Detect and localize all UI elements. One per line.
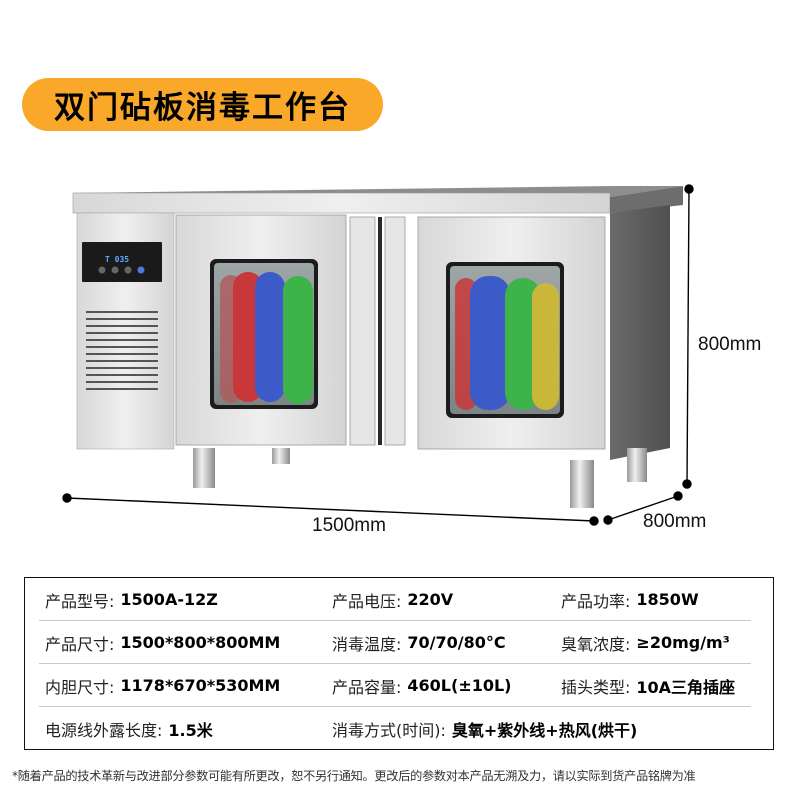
title-banner: 双门砧板消毒工作台 xyxy=(22,78,383,131)
spec-row: 产品尺寸: 1500*800*800MM 消毒温度: 70/70/80°C 臭氧… xyxy=(39,621,751,664)
spec-inner-size: 内胆尺寸: 1178*670*530MM xyxy=(45,676,281,697)
spec-disinfection-temp: 消毒温度: 70/70/80°C xyxy=(332,633,506,654)
spec-ozone-concentration: 臭氧浓度: ≥20mg/m³ xyxy=(561,633,730,654)
legs xyxy=(193,448,647,508)
spec-power: 产品功率: 1850W xyxy=(561,590,699,611)
product-title: 双门砧板消毒工作台 xyxy=(54,90,351,126)
spec-model: 产品型号: 1500A-12Z xyxy=(45,590,218,611)
left-door xyxy=(175,214,347,446)
compressor-panel: T 035 xyxy=(76,212,175,450)
spec-plug-type: 插头类型: 10A三角插座 xyxy=(561,677,736,697)
spec-capacity: 产品容量: 460L(±10L) xyxy=(332,676,512,697)
depth-dimension-label: 800mm xyxy=(643,511,707,532)
dimension-lines xyxy=(62,184,694,526)
spec-size: 产品尺寸: 1500*800*800MM xyxy=(45,633,281,654)
spec-disinfection-method: 消毒方式(时间): 臭氧+紫外线+热风(烘干) xyxy=(332,720,638,740)
disclaimer-footnote: *随着产品的技术革新与改进部分参数可能有所更改，恕不另行通知。更改后的参数对本产… xyxy=(12,769,696,783)
width-dimension-label: 1500mm xyxy=(312,515,386,536)
svg-text:T 035: T 035 xyxy=(105,255,129,264)
countertop xyxy=(72,186,683,214)
spec-row: 内胆尺寸: 1178*670*530MM 产品容量: 460L(±10L) 插头… xyxy=(39,664,751,707)
door-handles xyxy=(349,216,406,446)
spec-table: 产品型号: 1500A-12Z 产品电压: 220V 产品功率: 1850W 产… xyxy=(24,577,774,750)
spec-row: 产品型号: 1500A-12Z 产品电压: 220V 产品功率: 1850W xyxy=(39,578,751,621)
height-dimension-label: 800mm xyxy=(698,334,762,355)
product-illustration: T 035 xyxy=(0,170,800,550)
spec-row: 电源线外露长度: 1.5米 消毒方式(时间): 臭氧+紫外线+热风(烘干) xyxy=(39,707,751,750)
right-door xyxy=(417,216,606,450)
spec-cord-length: 电源线外露长度: 1.5米 xyxy=(45,720,213,740)
spec-voltage: 产品电压: 220V xyxy=(332,590,454,611)
